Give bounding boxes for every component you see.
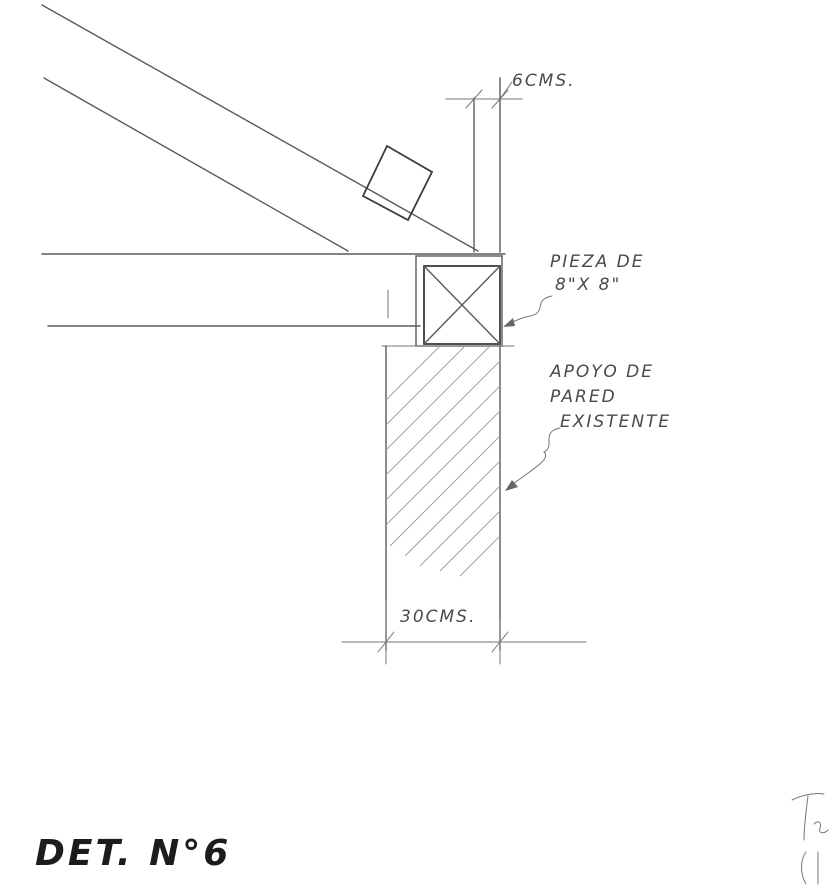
post-lines <box>473 77 501 253</box>
support-label-line2: PARED <box>550 387 617 407</box>
detail-title: DET. N°6 <box>35 833 231 874</box>
joist <box>41 253 506 327</box>
existing-wall <box>381 345 515 651</box>
piece-label-line1: PIEZA DE <box>550 252 645 272</box>
rafter <box>41 4 479 252</box>
support-label-line3: EXISTENTE <box>560 412 671 432</box>
leader-arrow-piece <box>503 295 553 327</box>
piece-label-line2: 8"X 8" <box>555 275 621 295</box>
dimension-bottom-label: 30CMS. <box>400 607 476 627</box>
dimension-top <box>445 81 523 109</box>
cropped-handwriting <box>791 793 829 885</box>
support-label-line1: APOYO DE <box>549 362 654 382</box>
rafter-block <box>361 144 434 222</box>
timber-piece-8x8 <box>415 255 503 347</box>
wall-hatch <box>386 346 501 577</box>
leader-arrow-wall <box>505 427 561 491</box>
dimension-bottom <box>341 599 587 665</box>
dimension-top-label: 6CMS. <box>512 71 576 91</box>
